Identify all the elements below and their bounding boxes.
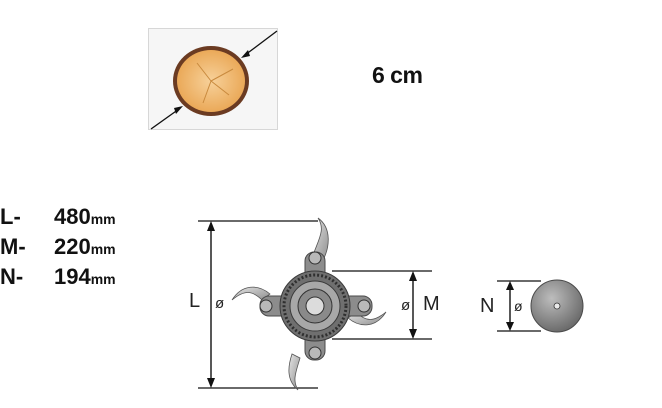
- dimension-l-label: L: [189, 290, 200, 312]
- dimension-n-label: N: [480, 295, 494, 317]
- blade-tine-left: [231, 286, 271, 301]
- dimension-m: ø M: [332, 270, 440, 340]
- dimension-m-label: M: [423, 293, 440, 315]
- spec-value: 220mm: [54, 234, 116, 259]
- spec-unit: mm: [90, 241, 116, 257]
- dimension-specs: L- 480mm M- 220mm N- 194mm: [0, 204, 140, 294]
- blade-tine-bottom: [288, 353, 301, 391]
- dimension-l: L ø: [189, 220, 318, 389]
- log-cross-section-illustration: [148, 28, 278, 130]
- spec-unit: mm: [90, 211, 116, 227]
- dimension-n: N ø: [480, 280, 541, 332]
- diameter-symbol-l: ø: [215, 295, 224, 312]
- cut-size-label: 6 cm: [372, 62, 423, 88]
- blade-end-view-sphere: [530, 279, 584, 333]
- cutting-blade: [231, 217, 387, 391]
- spec-key: L-: [0, 204, 21, 229]
- spec-row-n: N- 194mm: [0, 264, 140, 294]
- spec-key: M-: [0, 234, 26, 259]
- spec-row-l: L- 480mm: [0, 204, 140, 234]
- spec-value: 480mm: [54, 204, 116, 229]
- spec-value: 194mm: [54, 264, 116, 289]
- diameter-symbol-n: ø: [514, 298, 523, 314]
- log-icon: [150, 30, 278, 130]
- spec-row-m: M- 220mm: [0, 234, 140, 264]
- spec-key: N-: [0, 264, 24, 289]
- spec-unit: mm: [90, 271, 116, 287]
- diameter-symbol-m: ø: [401, 297, 410, 314]
- blade-tine-top: [311, 217, 329, 263]
